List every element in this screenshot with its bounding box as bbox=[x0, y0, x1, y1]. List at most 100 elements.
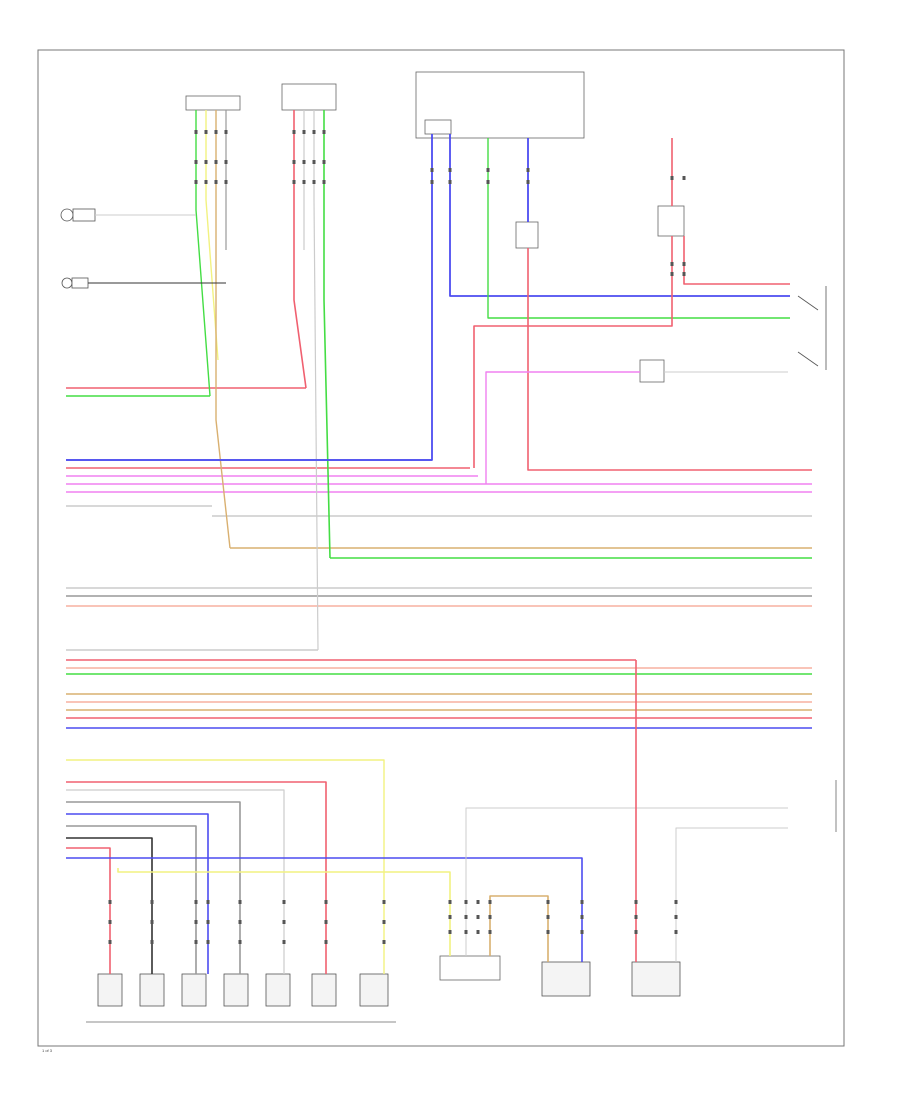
connector-pin bbox=[204, 130, 208, 134]
connector-pin bbox=[448, 180, 452, 184]
connector-pin bbox=[302, 130, 306, 134]
connector-pin bbox=[238, 940, 242, 944]
connector-pin bbox=[322, 130, 326, 134]
connector-pin bbox=[194, 180, 198, 184]
connector-pin bbox=[448, 915, 452, 919]
connector-pin bbox=[224, 160, 228, 164]
junction-connector bbox=[424, 119, 452, 135]
wire-red-mid bbox=[293, 110, 307, 389]
connector-pin bbox=[526, 180, 530, 184]
connector-pin bbox=[382, 900, 386, 904]
wire-dark-bottom bbox=[66, 837, 153, 974]
connector-pin bbox=[322, 160, 326, 164]
connector-pin bbox=[292, 160, 296, 164]
connector-pin bbox=[488, 930, 492, 934]
connector-pin bbox=[282, 920, 286, 924]
wire-red-bottom bbox=[66, 781, 327, 974]
connector-pin bbox=[580, 915, 584, 919]
connector-pin bbox=[214, 160, 218, 164]
connector-pin bbox=[292, 180, 296, 184]
connector-pin bbox=[464, 915, 468, 919]
switch-box-mid bbox=[639, 359, 665, 383]
connector-pin bbox=[324, 900, 328, 904]
connector-pin bbox=[674, 915, 678, 919]
connector-pin bbox=[476, 900, 480, 904]
connector-pin bbox=[204, 180, 208, 184]
wire-layer bbox=[66, 110, 812, 974]
wire-gray2-bottom bbox=[66, 801, 241, 974]
temp-sensor-box bbox=[541, 961, 591, 997]
connector-pin bbox=[194, 130, 198, 134]
wire-yellow-speed bbox=[117, 868, 451, 956]
connector-pin bbox=[486, 168, 490, 172]
connector-pin bbox=[674, 930, 678, 934]
wire-blue-junction bbox=[66, 134, 433, 461]
connector-pin bbox=[150, 920, 154, 924]
connector-pin bbox=[430, 168, 434, 172]
connector-pin bbox=[448, 930, 452, 934]
connector-pin bbox=[214, 180, 218, 184]
connector-pin bbox=[634, 900, 638, 904]
wire-red-loop bbox=[473, 236, 673, 468]
pressure-sensor-box bbox=[631, 961, 681, 997]
connector-pin bbox=[580, 900, 584, 904]
connector-pin bbox=[670, 176, 674, 180]
connector-pin bbox=[324, 940, 328, 944]
speed-sensor-box bbox=[439, 955, 501, 981]
connector-pin bbox=[292, 130, 296, 134]
connector-pin bbox=[464, 900, 468, 904]
connector-pin bbox=[526, 168, 530, 172]
wire-gray3-bottom bbox=[66, 825, 197, 974]
wire-pressure-sensor bbox=[675, 827, 788, 962]
connector-pin bbox=[634, 915, 638, 919]
connector-pin bbox=[448, 900, 452, 904]
wire-red2-bottom bbox=[66, 847, 111, 974]
wire-blue-right bbox=[449, 134, 790, 297]
connector-pin bbox=[486, 180, 490, 184]
wire-blue-long-bottom bbox=[66, 857, 583, 962]
connector-pin bbox=[488, 900, 492, 904]
connector-pin bbox=[206, 900, 210, 904]
wire-red-right bbox=[683, 236, 790, 285]
wire-gray-bottom bbox=[66, 789, 285, 974]
connector-pin bbox=[150, 940, 154, 944]
wire-lightgray-long bbox=[313, 110, 319, 651]
connector-pin bbox=[194, 160, 198, 164]
connector-pin bbox=[302, 160, 306, 164]
connector-pin bbox=[682, 262, 686, 266]
connector-pin bbox=[546, 915, 550, 919]
connector-pin bbox=[282, 900, 286, 904]
connector-pin bbox=[194, 920, 198, 924]
connector-pin bbox=[282, 940, 286, 944]
connector-pin bbox=[238, 920, 242, 924]
wire-orange-temp bbox=[489, 895, 549, 962]
connector-pin bbox=[670, 262, 674, 266]
wire-orange bbox=[215, 110, 231, 549]
connector-pin bbox=[464, 930, 468, 934]
connector-pin bbox=[108, 940, 112, 944]
connector-pin bbox=[224, 180, 228, 184]
wire-red-relay bbox=[527, 248, 812, 471]
relay-box-center bbox=[515, 221, 539, 249]
wire-green-left bbox=[195, 110, 211, 397]
connector-pin bbox=[214, 130, 218, 134]
connector-pin bbox=[430, 180, 434, 184]
connector-pin bbox=[682, 272, 686, 276]
connector-pin bbox=[546, 930, 550, 934]
solenoid-group bbox=[97, 973, 389, 1007]
connector-pin bbox=[224, 130, 228, 134]
connector-pin bbox=[206, 920, 210, 924]
connector-pin bbox=[476, 930, 480, 934]
connector-pin bbox=[238, 900, 242, 904]
connector-pin bbox=[108, 920, 112, 924]
sensor-icon bbox=[60, 208, 96, 222]
connector-pin bbox=[150, 900, 154, 904]
wire-green-right bbox=[487, 138, 790, 319]
connector-pin bbox=[206, 940, 210, 944]
connector-pin bbox=[322, 180, 326, 184]
connector-pin bbox=[312, 160, 316, 164]
diagram-frame bbox=[37, 49, 845, 1047]
connector-top-mid bbox=[281, 83, 337, 111]
relay-box-right bbox=[657, 205, 685, 237]
